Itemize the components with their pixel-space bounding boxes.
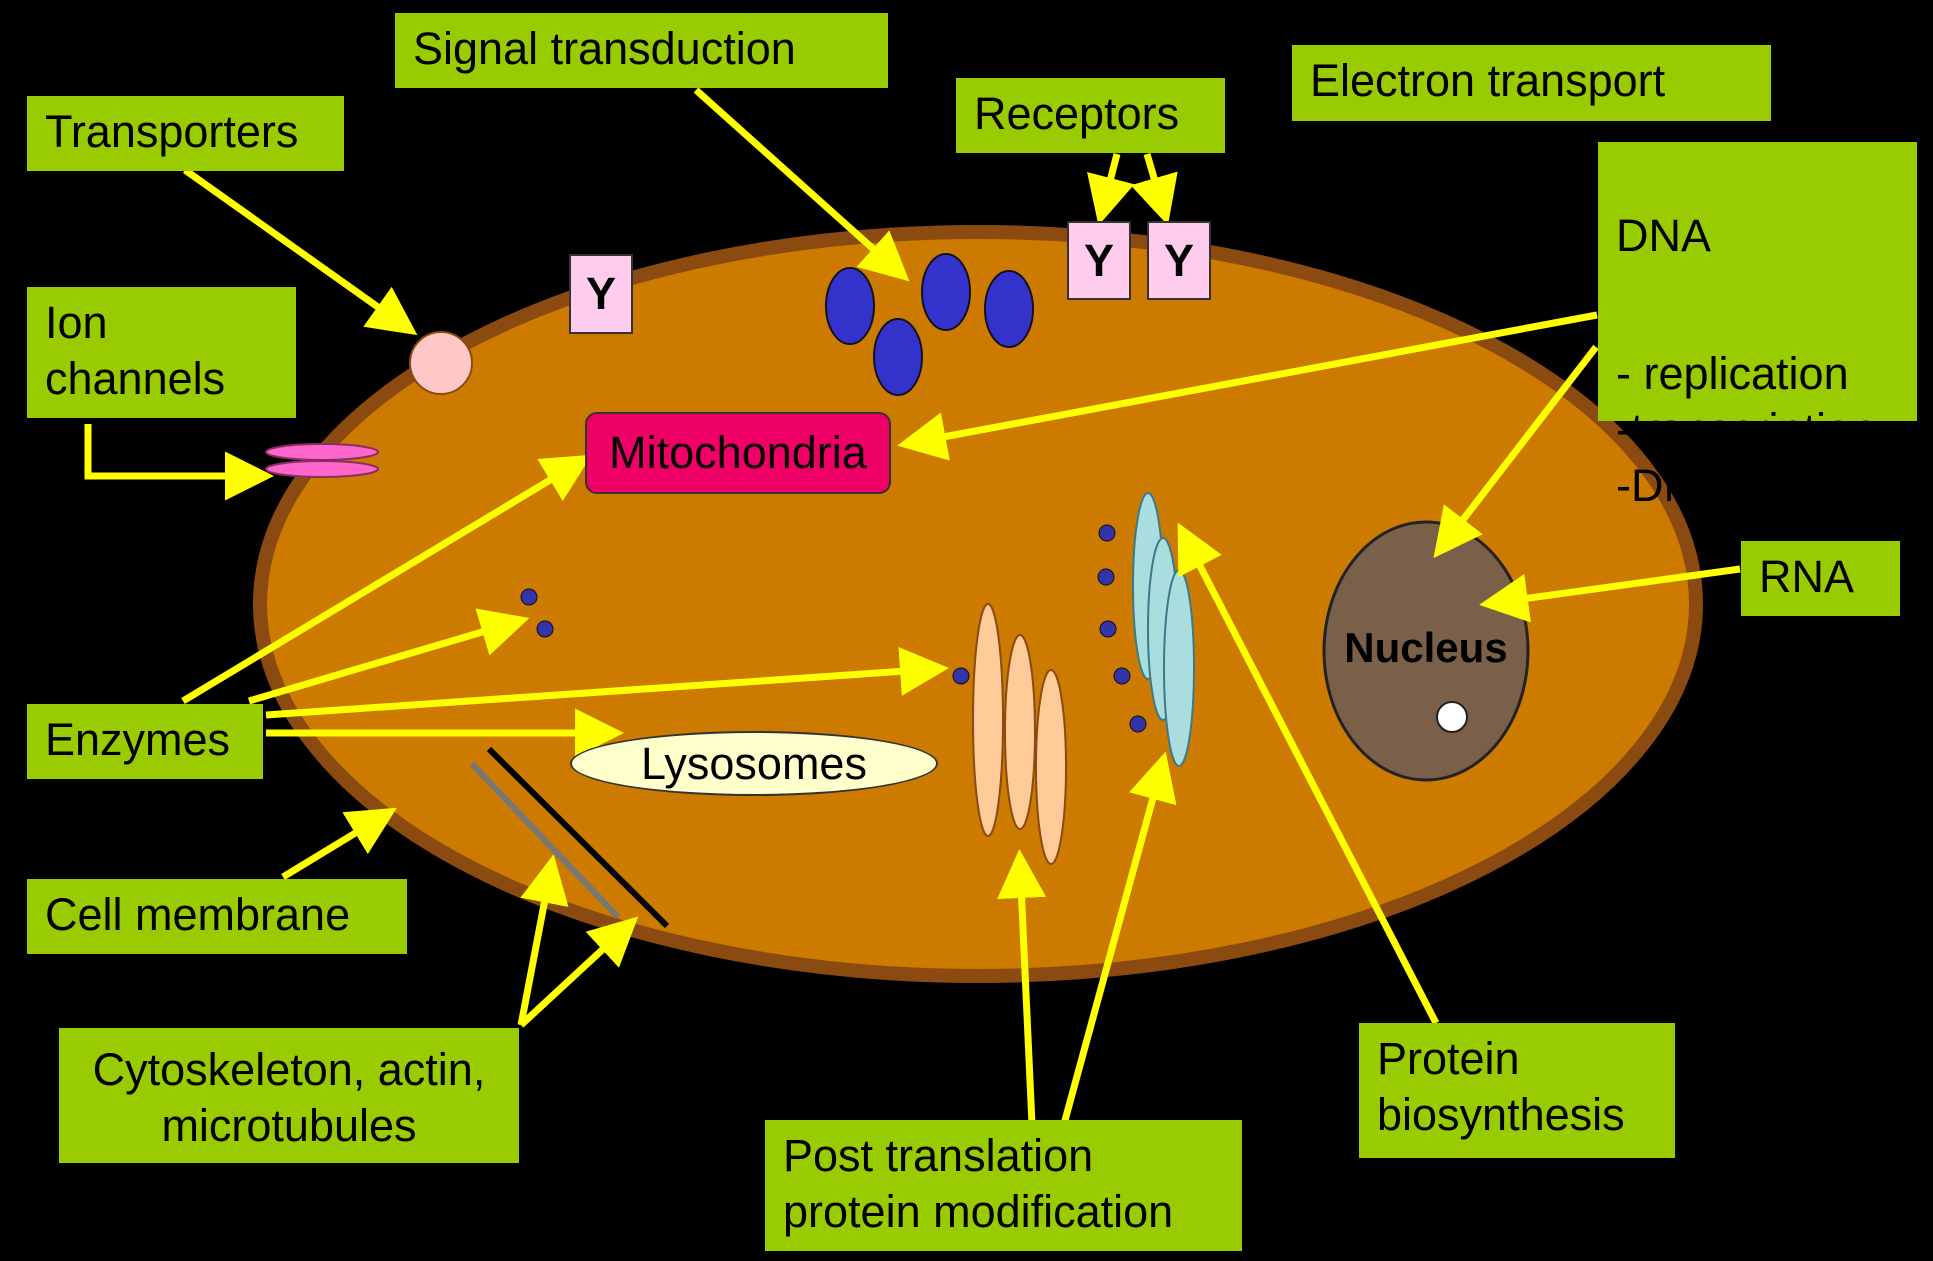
ribosome-dot <box>1130 716 1146 732</box>
electron-transport-label: Electron transport <box>1292 45 1771 121</box>
arrow-ion-channels <box>88 424 260 476</box>
dna-list: - replication -transcription -DNA repair <box>1616 346 1917 514</box>
cytoskeleton-label: Cytoskeleton, actin, microtubules <box>59 1028 519 1163</box>
dna-label: DNA - replication -transcription -DNA re… <box>1598 142 1917 421</box>
ribosome-dot <box>1099 525 1115 541</box>
signal-transduction-label: Signal transduction <box>395 13 888 88</box>
nucleus-label: Nucleus <box>1324 620 1528 676</box>
rna-label: RNA <box>1741 541 1900 616</box>
post-translation-label: Post translation protein modification <box>765 1120 1242 1251</box>
arrow-receptor-left <box>1102 154 1117 212</box>
enzyme-dot <box>521 589 537 605</box>
mitochondria: Mitochondria <box>585 412 891 494</box>
ion-channel-top <box>266 444 378 460</box>
receptor-middle: Y <box>1067 221 1131 300</box>
signal-protein-2 <box>922 254 970 330</box>
er-cisterna-3 <box>1164 570 1194 766</box>
transporter-circle <box>410 332 472 394</box>
ribosome-dot <box>1114 668 1130 684</box>
golgi-cisterna-3 <box>1036 670 1066 864</box>
arrow-receptor-right <box>1147 154 1164 212</box>
enzyme-dot <box>953 668 969 684</box>
receptor-right: Y <box>1147 221 1211 300</box>
arrow-cell-membrane <box>283 815 385 877</box>
golgi-cisterna-2 <box>1005 635 1035 829</box>
enzyme-dot <box>537 621 553 637</box>
enzymes-label: Enzymes <box>27 704 263 779</box>
cell-membrane-label: Cell membrane <box>27 879 407 954</box>
protein-biosynthesis-label: Protein biosynthesis <box>1359 1023 1675 1158</box>
ion-channel-bottom <box>266 461 378 477</box>
nucleolus <box>1437 702 1467 732</box>
dna-title: DNA <box>1616 208 1917 264</box>
receptors-label: Receptors <box>956 78 1225 153</box>
ribosome-dot <box>1100 621 1116 637</box>
signal-protein-4 <box>874 319 922 395</box>
transporters-label: Transporters <box>27 96 344 171</box>
signal-protein-3 <box>985 271 1033 347</box>
ion-channels-label: Ion channels <box>27 287 296 418</box>
signal-protein-1 <box>826 268 874 344</box>
ribosome-dot <box>1098 569 1114 585</box>
golgi-cisterna-1 <box>973 604 1003 836</box>
receptor-left: Y <box>569 254 633 334</box>
lysosomes: Lysosomes <box>570 731 938 796</box>
